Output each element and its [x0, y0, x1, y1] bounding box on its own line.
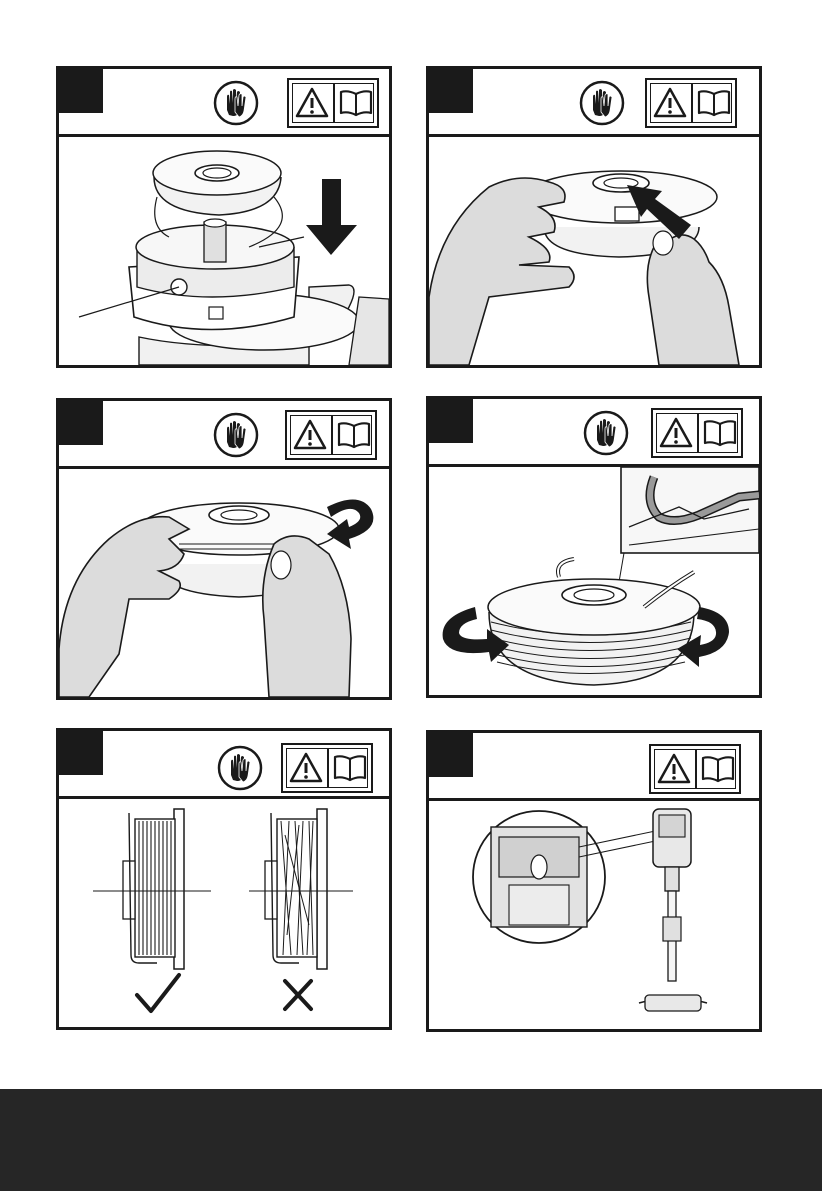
cross-mark-icon [285, 981, 311, 1009]
warning-manual-box [281, 743, 373, 793]
step-number-block [429, 69, 473, 113]
warning-icon [656, 751, 692, 787]
check-mark-icon [137, 975, 179, 1011]
gloves-icon [579, 80, 625, 126]
footer-band [0, 1089, 822, 1191]
panel-header [429, 733, 759, 801]
manual-icon [332, 753, 368, 783]
step-panel-5 [56, 728, 392, 1030]
warning-icon [292, 417, 328, 453]
warning-icon [288, 750, 324, 786]
panel-header [59, 731, 389, 799]
gloves-icon [217, 745, 263, 791]
illustration-winding-detail [429, 467, 759, 695]
step-panel-1 [56, 66, 392, 368]
manual-icon [696, 88, 732, 118]
step-panel-4 [426, 396, 762, 698]
illustration-rotate-spool [59, 469, 389, 697]
warning-icon [658, 415, 694, 451]
step-number-block [59, 69, 103, 113]
step-panel-2 [426, 66, 762, 368]
panel-header [59, 69, 389, 137]
manual-icon [702, 418, 738, 448]
step-number-block [429, 733, 473, 777]
gloves-icon [213, 412, 259, 458]
step-number-block [429, 399, 473, 443]
warning-manual-box [645, 78, 737, 128]
warning-manual-box [285, 410, 377, 460]
warning-icon [652, 85, 688, 121]
panel-header [429, 69, 759, 137]
illustration-winding-comparison [59, 805, 389, 1027]
warning-manual-box [651, 408, 743, 458]
warning-manual-box [649, 744, 741, 794]
step-panel-3 [56, 398, 392, 700]
step-number-block [59, 401, 103, 445]
warning-icon [294, 85, 330, 121]
step-number-block [59, 731, 103, 775]
warning-manual-box [287, 78, 379, 128]
gloves-icon [583, 410, 629, 456]
panel-header [429, 399, 759, 467]
panel-header [59, 401, 389, 469]
incorrect-spool [249, 809, 353, 969]
illustration-spool-insert [59, 137, 389, 365]
gloves-icon [213, 80, 259, 126]
manual-icon [338, 88, 374, 118]
correct-spool [93, 809, 211, 969]
illustration-press-tab [429, 137, 759, 365]
illustration-trimmer-magnified [429, 807, 759, 1029]
manual-icon [700, 754, 736, 784]
manual-icon [336, 420, 372, 450]
step-panel-6 [426, 730, 762, 1032]
